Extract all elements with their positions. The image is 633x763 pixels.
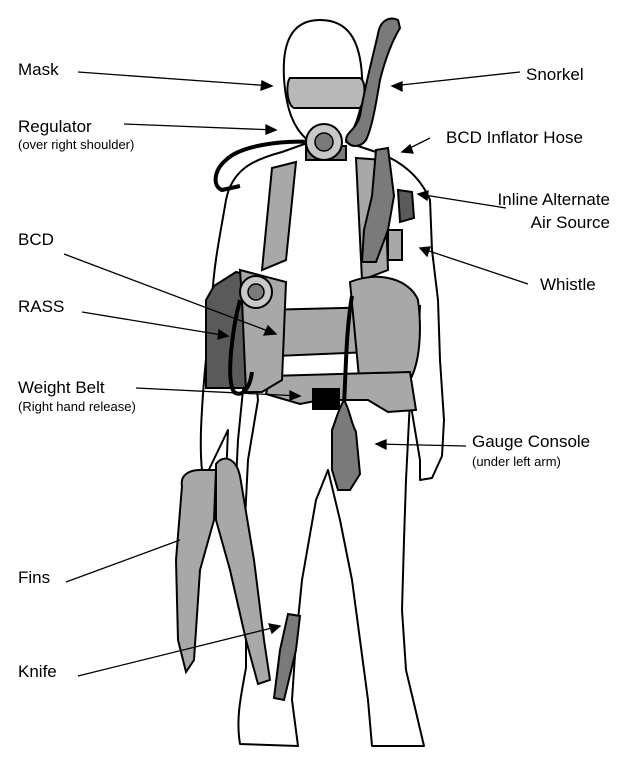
label-knife: Knife <box>18 662 57 682</box>
label-whistle: Whistle <box>540 275 596 295</box>
label-rass: RASS <box>18 297 64 317</box>
label-bcd-inflator-hose: BCD Inflator Hose <box>446 128 583 148</box>
label-weight-belt-note: (Right hand release) <box>18 400 136 415</box>
label-gauge-console-note: (under left arm) <box>472 455 561 470</box>
label-fins: Fins <box>18 568 50 588</box>
label-inline-alternate-2: Air Source <box>470 213 610 233</box>
label-bcd: BCD <box>18 230 54 250</box>
label-weight-belt: Weight Belt <box>18 378 105 398</box>
label-inline-alternate-1: Inline Alternate <box>470 190 610 210</box>
weight-belt-buckle <box>312 388 340 410</box>
inline-alternate-shape <box>398 190 414 222</box>
mask-shape <box>287 78 364 108</box>
label-regulator: Regulator <box>18 117 92 137</box>
label-regulator-note: (over right shoulder) <box>18 138 134 153</box>
label-snorkel: Snorkel <box>526 65 584 85</box>
label-mask: Mask <box>18 60 59 80</box>
whistle-shape <box>388 230 402 260</box>
label-gauge-console: Gauge Console <box>472 432 590 452</box>
